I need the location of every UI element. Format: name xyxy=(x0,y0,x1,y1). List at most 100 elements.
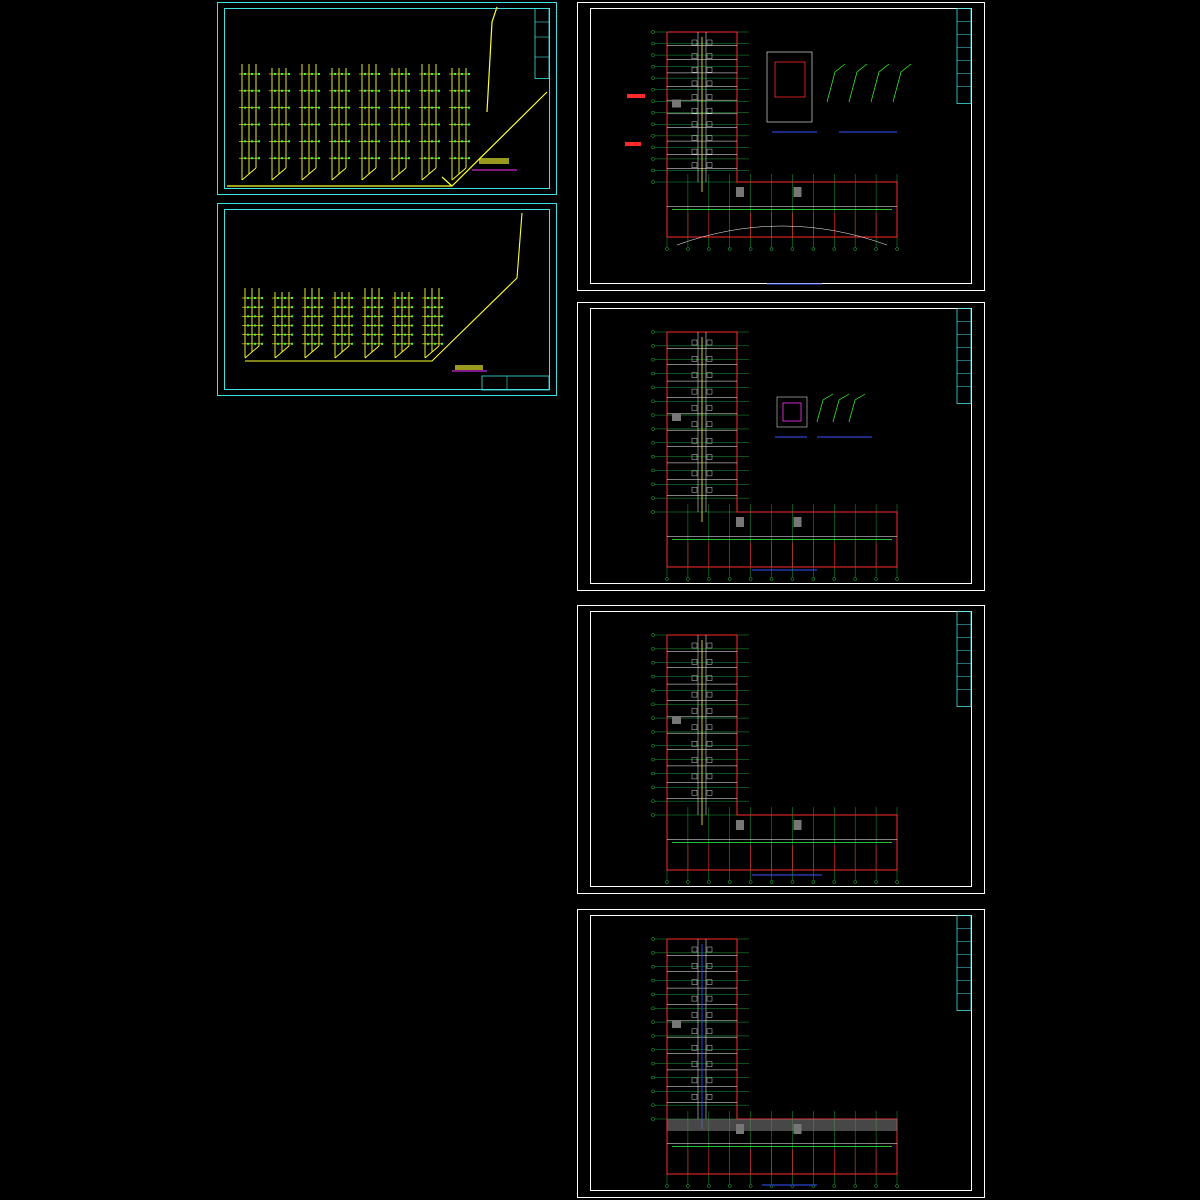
valve-mark xyxy=(394,123,396,126)
valve-mark xyxy=(337,297,339,299)
valve-mark xyxy=(411,306,413,309)
valve-mark xyxy=(374,306,376,309)
valve-mark xyxy=(344,324,346,327)
valve-mark xyxy=(424,140,426,143)
valve-mark xyxy=(427,297,429,299)
valve-mark xyxy=(244,73,246,75)
valve-mark xyxy=(378,73,380,75)
main-pipe-run xyxy=(245,212,523,362)
valve-mark xyxy=(277,324,279,327)
valve-mark xyxy=(351,297,353,299)
valve-mark xyxy=(438,73,440,75)
valve-mark xyxy=(307,315,309,318)
valve-mark xyxy=(434,315,436,318)
valve-mark xyxy=(251,106,253,109)
valve-mark xyxy=(247,315,249,318)
title-block xyxy=(956,8,972,104)
valve-mark xyxy=(468,123,470,126)
valve-mark xyxy=(254,333,256,336)
valve-mark xyxy=(351,315,353,318)
valve-mark xyxy=(321,333,323,336)
riser-connector xyxy=(364,345,380,359)
valve-mark xyxy=(441,342,443,345)
valve-mark xyxy=(244,157,246,160)
title-block xyxy=(956,611,972,707)
valve-mark xyxy=(341,89,343,92)
valve-mark xyxy=(461,140,463,143)
valve-mark xyxy=(454,89,456,92)
valve-mark xyxy=(337,333,339,336)
valve-mark xyxy=(261,342,263,345)
valve-mark xyxy=(371,157,373,160)
valve-mark xyxy=(274,73,276,75)
valve-mark xyxy=(424,106,426,109)
valve-mark xyxy=(424,73,426,75)
valve-mark xyxy=(401,89,403,92)
sheet-outer-border xyxy=(577,909,985,1198)
valve-mark xyxy=(304,106,306,109)
valve-mark xyxy=(351,342,353,345)
plan-drawing xyxy=(651,330,899,581)
valve-mark xyxy=(281,73,283,75)
valve-mark xyxy=(258,89,260,92)
valve-mark xyxy=(367,324,369,327)
drawing-sheet-plan-ground[interactable] xyxy=(577,2,985,291)
valve-mark xyxy=(251,140,253,143)
drawing-sheet-isometric-b[interactable] xyxy=(217,203,557,396)
valve-mark xyxy=(311,140,313,143)
valve-mark xyxy=(251,157,253,160)
valve-mark xyxy=(314,333,316,336)
valve-mark xyxy=(314,297,316,299)
floor-plan-second xyxy=(577,302,985,591)
drawing-sheet-plan-roof[interactable] xyxy=(577,909,985,1198)
valve-mark xyxy=(468,89,470,92)
valve-mark xyxy=(441,333,443,336)
drawing-sheet-plan-second[interactable] xyxy=(577,302,985,591)
valve-mark xyxy=(364,157,366,160)
valve-mark xyxy=(427,315,429,318)
valve-mark xyxy=(408,106,410,109)
drawing-sheet-isometric-a[interactable] xyxy=(217,2,557,195)
drawing-sheet-plan-typical[interactable] xyxy=(577,605,985,894)
valve-mark xyxy=(408,89,410,92)
valve-mark xyxy=(254,297,256,299)
valve-mark xyxy=(304,73,306,75)
valve-mark xyxy=(284,324,286,327)
plan-drawing xyxy=(651,937,899,1188)
valve-mark xyxy=(364,89,366,92)
valve-mark xyxy=(334,140,336,143)
valve-mark xyxy=(427,333,429,336)
valve-mark xyxy=(461,89,463,92)
valve-mark xyxy=(334,73,336,75)
valve-mark xyxy=(431,89,433,92)
valve-mark xyxy=(277,306,279,309)
valve-mark xyxy=(247,333,249,336)
valve-mark xyxy=(311,106,313,109)
valve-mark xyxy=(344,297,346,299)
valve-mark xyxy=(431,157,433,160)
valve-mark xyxy=(404,342,406,345)
valve-mark xyxy=(367,315,369,318)
valve-mark xyxy=(244,123,246,126)
valve-mark xyxy=(318,89,320,92)
riser-connector xyxy=(421,167,437,181)
valve-mark xyxy=(408,157,410,160)
valve-marks xyxy=(247,297,443,345)
valve-mark xyxy=(381,306,383,309)
valve-mark xyxy=(441,315,443,318)
valve-mark xyxy=(281,123,283,126)
valve-mark xyxy=(401,140,403,143)
valve-mark xyxy=(408,123,410,126)
valve-mark xyxy=(397,315,399,318)
valve-mark xyxy=(367,333,369,336)
valve-mark xyxy=(281,140,283,143)
valve-mark xyxy=(431,123,433,126)
valve-mark xyxy=(258,73,260,75)
valve-mark xyxy=(454,73,456,75)
plan-drawing xyxy=(651,633,899,884)
valve-mark xyxy=(401,106,403,109)
valve-mark xyxy=(314,342,316,345)
sheet-inner-border xyxy=(590,308,972,584)
valve-mark xyxy=(304,140,306,143)
sheet-inner-border xyxy=(590,611,972,887)
